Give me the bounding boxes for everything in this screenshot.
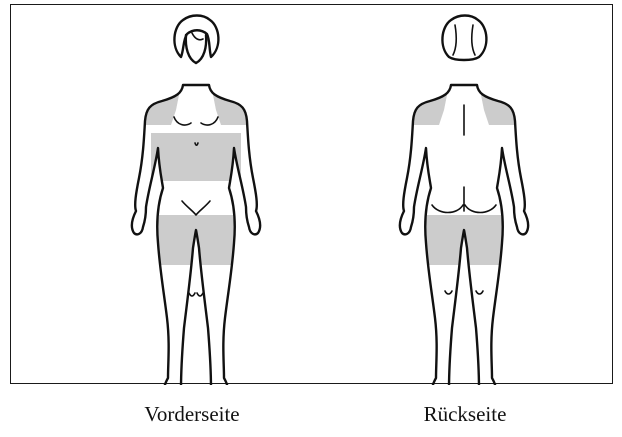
front-abdomen-zone	[151, 133, 241, 181]
back-shoulder-zone	[399, 75, 451, 125]
back-figure	[399, 16, 529, 386]
front-hair-outline	[174, 16, 218, 58]
front-figure	[131, 16, 261, 386]
front-groin-detail	[182, 201, 210, 215]
front-chest-detail	[174, 117, 218, 125]
back-hair-outline	[442, 16, 486, 61]
front-view-caption: Vorderseite	[92, 402, 292, 427]
front-shoulder-zone	[131, 75, 183, 125]
back-thigh-zone	[419, 215, 509, 265]
body-diagram	[11, 5, 614, 385]
diagram-frame	[10, 4, 613, 384]
front-thigh-zone	[151, 215, 241, 265]
front-shoulder-zone	[209, 75, 261, 125]
back-shoulder-zone	[477, 75, 529, 125]
front-body-outline	[132, 85, 260, 385]
back-view-caption: Rückseite	[365, 402, 565, 427]
back-buttocks-detail	[432, 187, 496, 213]
